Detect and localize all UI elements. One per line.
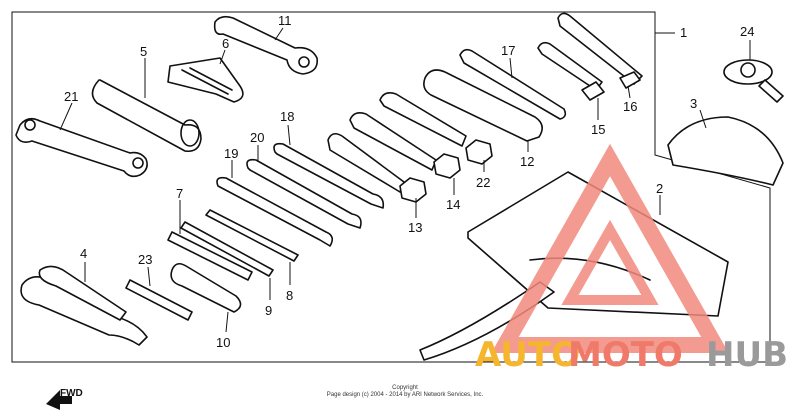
spanner-11	[213, 15, 319, 75]
callout-11: 11	[278, 13, 292, 28]
callout-19: 19	[224, 146, 238, 161]
fwd-arrow-icon	[46, 390, 72, 410]
watermark-logo: AUTO MOTO HUB	[475, 143, 788, 375]
watermark-auto: AUTO	[475, 335, 580, 375]
callout-3: 3	[690, 96, 697, 111]
callout-13: 13	[408, 220, 422, 235]
callout-8: 8	[286, 288, 293, 303]
callout-4: 4	[80, 246, 87, 261]
tommy-bar-12	[423, 69, 543, 152]
tool-23	[125, 266, 193, 321]
screwdriver-handle-7	[167, 200, 253, 281]
feeler-gauge-6	[167, 49, 244, 103]
plug-spanner-13	[327, 132, 427, 218]
part-3	[667, 109, 784, 186]
copyright: Copyright Page design (c) 2004 - 2014 by…	[300, 385, 510, 399]
rod-17	[459, 48, 567, 120]
screwdriver-8	[205, 209, 299, 285]
open-spanner-20	[246, 145, 362, 229]
callout-23: 23	[138, 252, 152, 267]
callout-21: 21	[64, 89, 78, 104]
tool-24	[723, 40, 784, 103]
callout-5: 5	[140, 44, 147, 59]
callout-15: 15	[591, 122, 605, 137]
callout-14: 14	[446, 197, 460, 212]
callout-24: 24	[740, 24, 754, 39]
callout-12: 12	[520, 154, 534, 169]
callout-20: 20	[250, 130, 264, 145]
callout-9: 9	[265, 303, 272, 318]
group-bracket	[11, 11, 771, 363]
callout-6: 6	[222, 36, 229, 51]
tool-bag-2	[419, 171, 729, 361]
callout-2: 2	[656, 181, 663, 196]
open-spanner-19	[216, 160, 334, 247]
callout-22: 22	[476, 175, 490, 190]
callout-17: 17	[501, 43, 515, 58]
callout-1: 1	[680, 25, 687, 40]
callout-16: 16	[623, 99, 637, 114]
callout-10: 10	[216, 335, 230, 350]
screwdriver-10	[170, 262, 242, 333]
fwd-label: FWD	[60, 388, 83, 399]
copyright-line1: Copyright	[392, 385, 418, 391]
box-spanner-5	[91, 58, 202, 153]
ring-spanner-21	[15, 102, 148, 178]
open-spanner-18	[273, 124, 385, 209]
pliers-4	[20, 262, 148, 346]
callout-7: 7	[176, 186, 183, 201]
hex-key-16	[557, 12, 643, 99]
plug-spanner-22	[379, 92, 493, 172]
callout-18: 18	[280, 109, 294, 124]
copyright-line2: Page design (c) 2004 - 2014 by ARI Netwo…	[326, 392, 484, 398]
watermark-moto: MOTO	[568, 335, 683, 375]
rod-15	[537, 41, 605, 120]
screwdriver-9	[180, 221, 274, 300]
plug-spanner-14	[349, 112, 461, 195]
watermark-hub: HUB	[706, 335, 788, 375]
